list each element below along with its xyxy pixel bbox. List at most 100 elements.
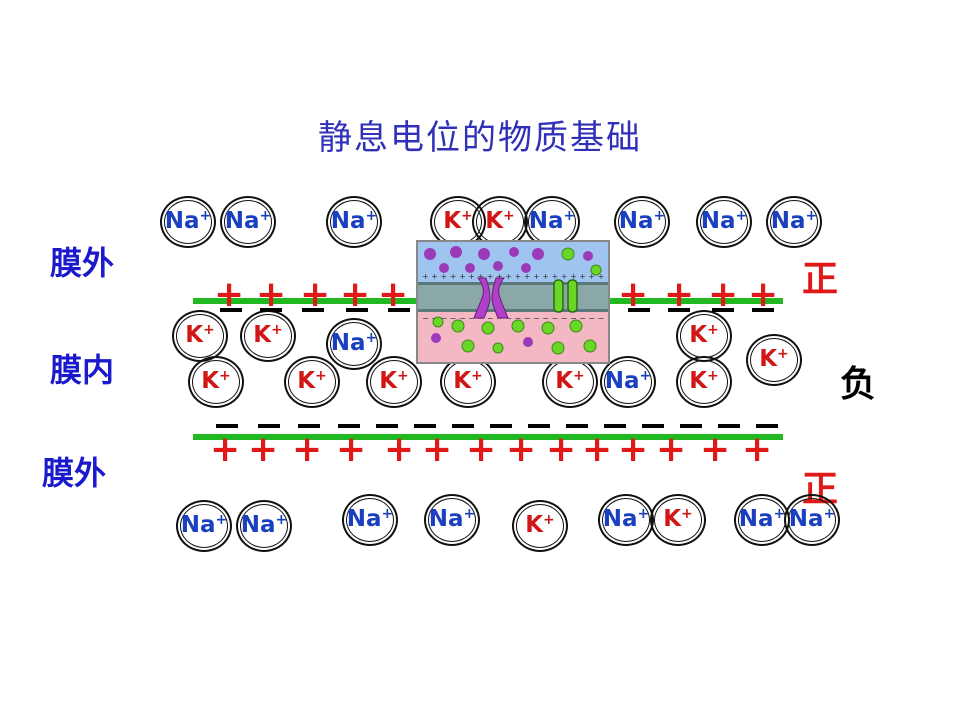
- positive-charge: +: [336, 429, 367, 470]
- negative-charge: [302, 308, 324, 312]
- ion-charge: +: [681, 506, 693, 522]
- sodium-ion: Na+: [766, 196, 822, 248]
- negative-charge: [604, 424, 626, 428]
- potassium-ion: K+: [676, 310, 732, 362]
- ion-label: Na+: [164, 208, 212, 234]
- positive-charge: +: [700, 429, 731, 470]
- negative-charge: [260, 308, 282, 312]
- sodium-ion: Na+: [614, 196, 670, 248]
- ion-charge: +: [275, 512, 288, 528]
- negative-charge: [258, 424, 280, 428]
- ion-label: Na+: [738, 506, 786, 532]
- ion-charge: +: [463, 506, 476, 522]
- sodium-ion: Na+: [326, 196, 382, 248]
- sodium-ion: Na+: [734, 494, 790, 546]
- ion-label: Na+: [240, 512, 288, 538]
- positive-charge: +: [618, 429, 649, 470]
- ion-charge: +: [315, 368, 327, 384]
- positive-charge: +: [546, 429, 577, 470]
- sodium-ion: Na+: [424, 494, 480, 546]
- ion-label: Na+: [604, 368, 652, 394]
- negative-charge: [628, 308, 650, 312]
- ion-label: K+: [485, 208, 515, 234]
- sodium-ion: Na+: [342, 494, 398, 546]
- membrane-bottom: [193, 434, 783, 440]
- ion-charge: +: [365, 330, 378, 346]
- positive-charge: +: [340, 274, 371, 315]
- ion-label: Na+: [428, 506, 476, 532]
- positive-charge: +: [210, 429, 241, 470]
- ion-charge: +: [777, 346, 789, 362]
- ion-charge: +: [215, 512, 228, 528]
- negative-charge: [338, 424, 360, 428]
- ion-charge: +: [653, 208, 666, 224]
- ion-label: Na+: [528, 208, 576, 234]
- sodium-ion: Na+: [600, 356, 656, 408]
- ion-charge: +: [707, 322, 719, 338]
- ion-charge: +: [573, 368, 585, 384]
- ion-label: Na+: [700, 208, 748, 234]
- potassium-ion: K+: [746, 334, 802, 386]
- ion-label: K+: [253, 322, 283, 348]
- positive-charge: +: [708, 274, 739, 315]
- sodium-ion: Na+: [598, 494, 654, 546]
- ion-channel-svg: + + + + + + + + + + + + + + + + + + + + …: [418, 242, 608, 362]
- potassium-ion: K+: [512, 500, 568, 552]
- ion-charge: +: [773, 506, 786, 522]
- ion-label: K+: [185, 322, 215, 348]
- negative-charge: [346, 308, 368, 312]
- positive-charge: +: [748, 274, 779, 315]
- ion-label: K+: [525, 512, 555, 538]
- positive-charge: +: [292, 429, 323, 470]
- ion-label: K+: [689, 368, 719, 394]
- positive-charge: +: [656, 429, 687, 470]
- positive-charge: +: [300, 274, 331, 315]
- ion-label: K+: [201, 368, 231, 394]
- ion-label: Na+: [618, 208, 666, 234]
- sodium-ion: Na+: [326, 318, 382, 370]
- negative-charge: [452, 424, 474, 428]
- ion-label: Na+: [330, 330, 378, 356]
- ion-label: K+: [689, 322, 719, 348]
- potassium-ion: K+: [430, 196, 486, 248]
- negative-charge: [490, 424, 512, 428]
- potassium-ion: K+: [366, 356, 422, 408]
- potassium-ion: K+: [284, 356, 340, 408]
- positive-charge: +: [582, 429, 613, 470]
- positive-charge: +: [248, 429, 279, 470]
- ion-label: K+: [663, 506, 693, 532]
- ion-label: K+: [379, 368, 409, 394]
- ion-charge: +: [381, 506, 394, 522]
- ion-charge: +: [639, 368, 652, 384]
- ion-label: K+: [297, 368, 327, 394]
- label-outside-bottom: 膜外: [42, 454, 107, 492]
- sodium-ion: Na+: [524, 196, 580, 248]
- negative-charge: [388, 308, 410, 312]
- svg-text:− − − − − − − − − − − − − − −: − − − − − − − − − − − − − − − − − − − −: [422, 314, 604, 323]
- ion-charge: +: [471, 368, 483, 384]
- positive-charge: +: [384, 429, 415, 470]
- potassium-ion: K+: [188, 356, 244, 408]
- ion-charge: +: [365, 208, 378, 224]
- positive-charge: +: [214, 274, 245, 315]
- ion-charge: +: [461, 208, 473, 224]
- slide-title: 静息电位的物质基础: [318, 118, 642, 158]
- ion-channel-membrane-icon: + + + + + + + + + + + + + + + + + + + + …: [416, 240, 610, 364]
- negative-charge: [528, 424, 550, 428]
- ion-label: K+: [443, 208, 473, 234]
- negative-charge: [566, 424, 588, 428]
- ion-label: Na+: [770, 208, 818, 234]
- ion-charge: +: [805, 208, 818, 224]
- positive-charge: +: [256, 274, 287, 315]
- negative-charge: [414, 424, 436, 428]
- potassium-ion: K+: [650, 494, 706, 546]
- ion-charge: +: [397, 368, 409, 384]
- negative-charge: [718, 424, 740, 428]
- label-negative: 负: [840, 364, 877, 405]
- svg-text:+ + + + + + + + + + + + + + +: + + + + + + + + + + + + + + + + + + + +: [422, 272, 604, 281]
- sodium-ion: Na+: [160, 196, 216, 248]
- positive-charge: +: [664, 274, 695, 315]
- ion-label: K+: [453, 368, 483, 394]
- ion-label: Na+: [180, 512, 228, 538]
- negative-charge: [712, 308, 734, 312]
